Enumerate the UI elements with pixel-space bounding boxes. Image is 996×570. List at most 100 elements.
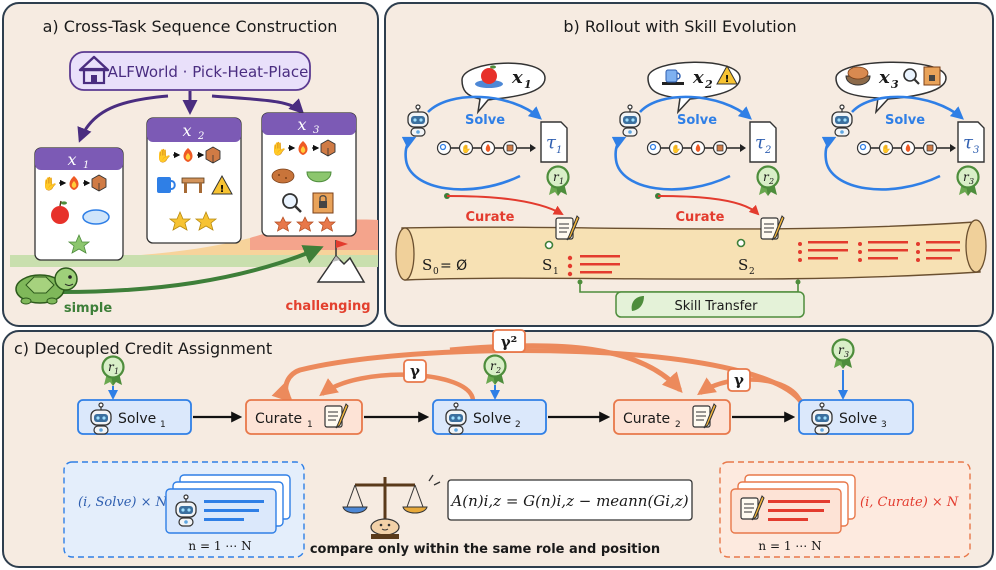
skills-s2: [798, 241, 960, 262]
node-solve-1-label: Solve: [118, 411, 156, 427]
c-r1-label: r: [108, 360, 115, 374]
star-icon: [194, 210, 218, 231]
task-card-1: x 1: [34, 147, 124, 261]
s0-empty: = Ø: [440, 258, 467, 274]
task-card-2: x 2 !: [146, 117, 242, 244]
tau1-sub: 1: [556, 145, 562, 156]
bowl-icon: [306, 171, 332, 183]
node-curate-2-sub: 2: [675, 420, 681, 430]
gamma-arc-2: [697, 377, 803, 403]
task-3-sequence-icons: [271, 140, 335, 157]
task-2-sequence-icons: [156, 147, 220, 164]
dataset-label: ALFWorld · Pick-Heat-Place: [108, 63, 309, 81]
c-r2-label: r: [490, 359, 497, 373]
curate-label: Curate: [675, 210, 724, 225]
bowl-potato-icon: [845, 66, 871, 86]
solve-group-index: n = 1 ⋯ N: [188, 539, 251, 553]
magnifier-icon: [903, 68, 920, 85]
r2-label: r: [763, 170, 770, 184]
node-curate-1-sub: 1: [307, 420, 313, 430]
x2-sub: 2: [704, 78, 713, 91]
x3-sub: 3: [891, 78, 899, 91]
node-curate-1-label: Curate: [255, 411, 302, 427]
mug-icon: [157, 177, 176, 193]
c-r2-sub: 2: [495, 366, 501, 375]
trajectory-doc-icon: [749, 121, 777, 163]
skill-transfer-box: [615, 291, 805, 318]
tau3-label: τ: [963, 132, 974, 153]
trajectory-doc-icon: [957, 121, 985, 163]
r1-label: r: [553, 170, 560, 184]
locked-box-icon: [312, 192, 334, 214]
s0-label: S: [422, 256, 432, 274]
r1-sub: 1: [559, 177, 564, 186]
s2-label: S: [738, 256, 748, 274]
tau2-label: τ: [755, 132, 766, 153]
r3-sub: 3: [969, 177, 974, 186]
apple-plate-icon: [475, 65, 503, 88]
solve-label: Solve: [677, 113, 717, 128]
gamma2-label: γ²: [501, 333, 517, 351]
rollout-group-2: x 2 ! Solve τ 2 r 2 Curate S: [611, 61, 785, 277]
locked-box-icon: [923, 66, 941, 86]
mountain-flag-icon: [316, 240, 366, 283]
gamma2-arc-branch: [449, 343, 683, 393]
s1-sub: 1: [553, 267, 559, 277]
node-curate-2-label: Curate: [623, 411, 670, 427]
comparison-caption: compare only within the same role and po…: [310, 542, 660, 557]
panel-a-title: a) Cross-Task Sequence Construction: [43, 17, 338, 36]
plate-icon: [82, 209, 110, 225]
solve-group-label: (i, Solve) × N: [78, 495, 168, 510]
c-r1-sub: 1: [114, 367, 119, 376]
tau3-sub: 3: [973, 145, 979, 156]
s0-sub: 0: [433, 267, 439, 277]
task-3-sub: 3: [313, 125, 319, 136]
node-solve-1: Solve 1: [77, 399, 192, 435]
warning-icon: !: [716, 64, 738, 85]
leaf-icon: [631, 296, 644, 311]
r3-label: r: [963, 170, 970, 184]
star-icon: [274, 216, 292, 232]
r2-sub: 2: [768, 177, 774, 186]
tau2-sub: 2: [764, 145, 771, 156]
rollout-group-1: x 1 Solve τ 1 r 1 Curate S 1: [401, 62, 580, 277]
solve-arrow: [851, 95, 964, 120]
solve-label: Solve: [465, 113, 505, 128]
gamma-box-1: [403, 359, 427, 383]
gamma-box-2: [727, 368, 751, 392]
solve-arrow: [427, 95, 542, 120]
simple-label: simple: [64, 301, 113, 316]
table-icon: [181, 177, 205, 193]
magnifier-icon: [282, 193, 302, 213]
node-solve-2-sub: 2: [515, 420, 521, 430]
gamma2-box: [492, 329, 526, 353]
x3-label: x: [878, 67, 890, 88]
s1-label: S: [542, 256, 552, 274]
c-r3-label: r: [838, 343, 845, 357]
balance-scale-icon: [342, 474, 441, 539]
task-card-3: x 3: [261, 112, 357, 237]
curate-label: Curate: [465, 210, 514, 225]
panel-b-title: b) Rollout with Skill Evolution: [563, 17, 796, 36]
challenging-label: challenging: [285, 299, 370, 314]
panel-b: b) Rollout with Skill Evolution S 0 = Ø: [384, 2, 994, 327]
task-1-label: x: [67, 150, 76, 169]
gamma-label-1: γ: [410, 362, 420, 380]
house-icon: [78, 55, 110, 85]
mug-plate-icon: [662, 69, 684, 85]
turtle-icon: [15, 267, 78, 305]
curate-arrow: [657, 195, 760, 216]
advantage-formula: A(n)i,z = G(n)i,z − meann(Gi,z): [449, 492, 688, 510]
star-icon: [318, 216, 336, 232]
curate-group-label: (i, Curate) × N: [860, 495, 959, 510]
feedback-arrow: [611, 136, 731, 191]
task-1-sub: 1: [83, 160, 89, 171]
tau1-label: τ: [546, 132, 557, 153]
trajectory-doc-icon: [540, 121, 568, 163]
curate-group-index: n = 1 ⋯ N: [758, 539, 821, 553]
task-1-sequence-icons: [42, 175, 106, 192]
curate-group: (i, Curate) × N n = 1 ⋯ N: [719, 461, 971, 558]
formula-box: [447, 479, 693, 521]
panel-c: c) Decoupled Credit Assignment γ² γ γ r …: [2, 329, 994, 568]
